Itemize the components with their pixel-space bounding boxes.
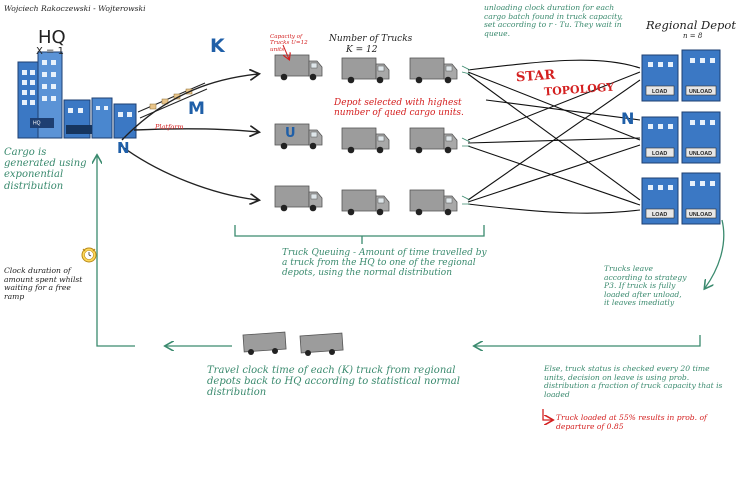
truck-motion-marks bbox=[461, 65, 471, 205]
else-status-note: Else, truck status is checked every 20 t… bbox=[544, 364, 723, 399]
return-arrow-right bbox=[475, 335, 701, 346]
depot-1-load-label: LOAD bbox=[652, 89, 667, 95]
depot-3-load-label: LOAD bbox=[652, 212, 667, 218]
author-credit: Wojciech Rakoczewski - Wojterowski bbox=[4, 4, 146, 13]
depot-subtitle: n = 8 bbox=[683, 32, 703, 40]
trucks-title: Number of Trucks bbox=[329, 34, 413, 44]
trucks-leave-note: Trucks leave according to strategy P3. I… bbox=[604, 264, 687, 307]
returning-trucks bbox=[242, 331, 344, 357]
clock-note: Clock duration of amount spent whilst wa… bbox=[4, 266, 83, 301]
loaded-hook-arrow bbox=[542, 409, 552, 420]
truck-row-2 bbox=[274, 123, 458, 154]
capacity-note: Capacity of Trucks U=12 units bbox=[270, 34, 308, 53]
trucks-subtitle: K = 12 bbox=[346, 45, 378, 55]
depot-title: Regional Depot bbox=[646, 18, 736, 32]
route-label-n-left: N bbox=[117, 139, 130, 157]
depot-3-unload-label: UNLOAD bbox=[689, 212, 712, 218]
truck-row-3 bbox=[274, 185, 458, 216]
travel-back-note: Travel clock time of each (K) truck from… bbox=[207, 365, 460, 399]
capacity-arrow bbox=[282, 44, 289, 59]
truck-u-label: U bbox=[285, 126, 296, 141]
cargo-note: Cargo is generated using exponential dis… bbox=[4, 147, 87, 192]
route-label-k: K bbox=[210, 35, 225, 57]
star-topology-lines bbox=[467, 59, 641, 214]
queue-bracket bbox=[234, 225, 485, 237]
regional-depots bbox=[641, 49, 721, 225]
return-arrow-left bbox=[97, 156, 135, 347]
platform-label: Platform bbox=[155, 123, 184, 131]
unloading-note: unloading clock duration for each cargo … bbox=[484, 3, 623, 38]
platform-conveyor bbox=[137, 82, 208, 119]
route-label-m: M bbox=[188, 99, 205, 119]
depot-leave-arrow bbox=[705, 219, 725, 288]
topology-label-line1: STAR bbox=[515, 67, 556, 86]
depot-2-unload-label: UNLOAD bbox=[689, 151, 712, 157]
depot-1-unload-label: UNLOAD bbox=[689, 89, 712, 95]
truck-row-1 bbox=[274, 54, 458, 84]
depot-selected-note: Depot selected with highest number of qu… bbox=[334, 98, 464, 119]
hq-routes bbox=[119, 74, 258, 200]
loaded-55-note: Truck loaded at 55% results in prob. of … bbox=[556, 413, 707, 431]
depot-2-load-label: LOAD bbox=[652, 151, 667, 157]
route-label-n-right: N bbox=[621, 109, 635, 128]
hq-building bbox=[17, 51, 137, 139]
hq-subtitle: X = 1 bbox=[36, 46, 64, 57]
hq-sign: HQ bbox=[33, 121, 41, 127]
hq-title: HQ bbox=[38, 27, 66, 48]
truck-queuing-note: Truck Queuing - Amount of time travelled… bbox=[282, 248, 487, 279]
alarm-clock-icon bbox=[81, 247, 97, 263]
